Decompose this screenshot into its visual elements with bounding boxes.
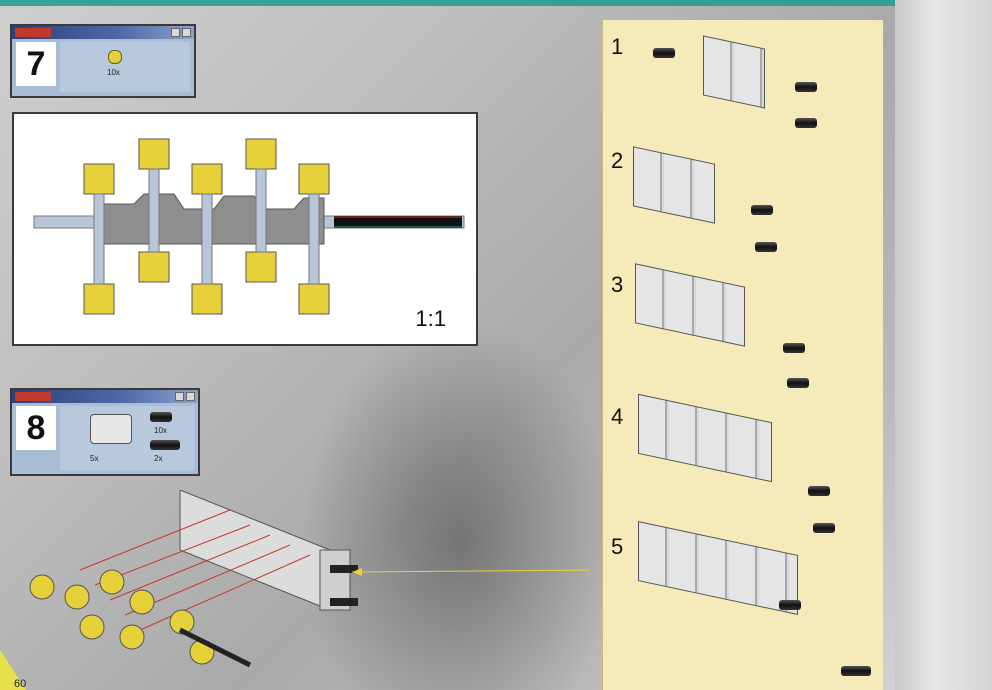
substep-number: 3 — [611, 272, 624, 297]
step-8-assembly-illustration — [29, 490, 590, 668]
substeps-panel: 1 2 3 4 5 — [602, 20, 883, 690]
scale-label: 1:1 — [415, 306, 446, 331]
black-pin — [808, 486, 830, 496]
part-quantity: 10x — [154, 426, 167, 435]
step-7-titlebar — [12, 26, 194, 39]
black-pin-part-icon — [150, 412, 172, 422]
block-assembly-2 — [633, 146, 715, 224]
parts-list: 10x — [60, 42, 190, 92]
part-quantity: 2x — [154, 454, 163, 463]
next-page-edge — [895, 0, 992, 690]
part-quantity: 10x — [107, 68, 120, 77]
block-assembly-1 — [703, 35, 765, 109]
block-assembly-5 — [638, 520, 798, 616]
crankshaft-full-scale-view: 1:1 — [12, 112, 478, 346]
black-pin — [795, 82, 817, 92]
step-8-parts-box: 8 5x 10x 2x — [10, 388, 200, 476]
parts-list: 5x 10x 2x — [60, 406, 194, 470]
step-8-titlebar — [12, 390, 198, 403]
background-photo — [300, 320, 620, 690]
top-edge-line — [0, 0, 992, 6]
black-pin — [783, 343, 805, 353]
black-pin — [787, 378, 809, 388]
substep-number: 2 — [611, 148, 624, 173]
window-buttons — [175, 392, 195, 401]
window-buttons — [171, 28, 191, 37]
substep-number: 5 — [611, 534, 624, 559]
black-pin — [779, 600, 801, 610]
block-assembly-4 — [638, 393, 772, 483]
crankshaft-illustration — [33, 138, 465, 315]
black-pin — [751, 205, 773, 215]
black-pin — [841, 666, 871, 676]
substep-number: 4 — [611, 404, 624, 429]
brand-tag — [15, 392, 51, 401]
step-number: 7 — [16, 42, 56, 86]
block-assembly-3 — [635, 263, 745, 347]
brand-tag — [15, 28, 51, 37]
black-pin — [813, 523, 835, 533]
black-pin — [653, 48, 675, 58]
page-corner-marker — [0, 650, 26, 690]
yellow-bush-part-icon — [108, 50, 122, 64]
part-quantity: 5x — [90, 454, 99, 463]
page-number: 60 — [14, 678, 27, 690]
step-7-parts-box: 7 10x — [10, 24, 196, 98]
black-pin — [755, 242, 777, 252]
substep-number: 1 — [611, 34, 624, 59]
step-number: 8 — [16, 406, 56, 450]
black-pin — [795, 118, 817, 128]
cylinder-block-part-icon — [90, 414, 132, 444]
long-black-pin-part-icon — [150, 440, 180, 450]
